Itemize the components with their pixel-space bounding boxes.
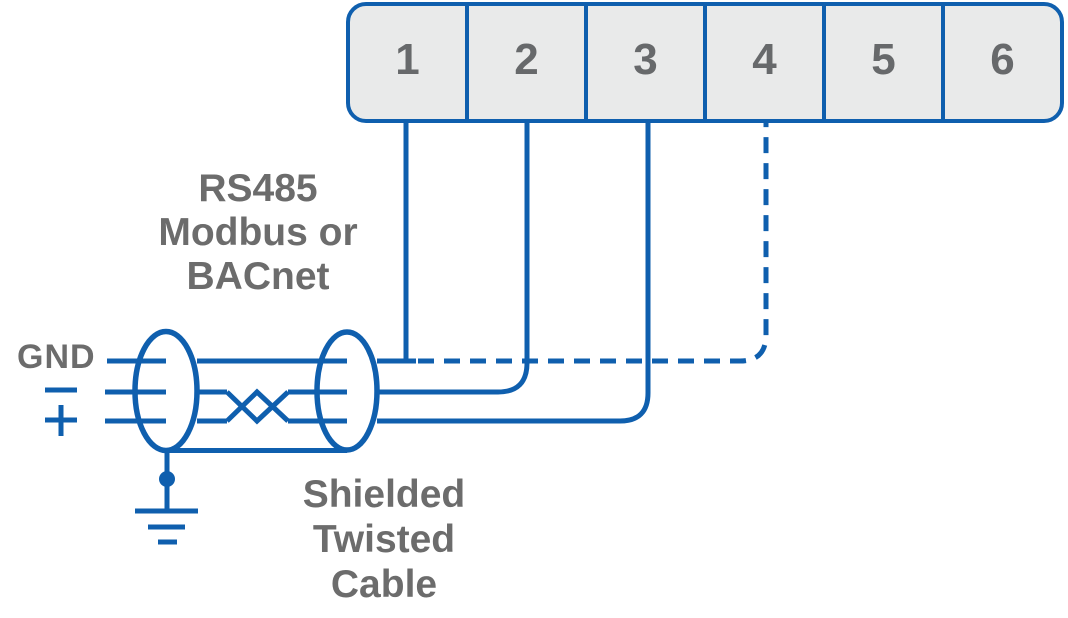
conductor-b-wire bbox=[105, 121, 651, 424]
terminal2-wire bbox=[377, 121, 530, 395]
terminal-number: 4 bbox=[752, 34, 777, 84]
terminal-cell-6: 6 bbox=[941, 6, 1060, 119]
plus-symbol bbox=[45, 405, 77, 436]
terminal4-wire-dashed bbox=[418, 121, 769, 364]
gnd-label: GND bbox=[17, 338, 96, 376]
terminal-cell-5: 5 bbox=[822, 6, 941, 119]
terminal-cell-4: 4 bbox=[703, 6, 822, 119]
bus-type-line: BACnet bbox=[186, 255, 330, 298]
bus-type-line: Modbus or bbox=[158, 211, 358, 254]
terminal-block: 1 2 3 4 5 6 bbox=[346, 2, 1064, 123]
twist-cross-up bbox=[225, 388, 290, 423]
cable-type-line: Cable bbox=[330, 563, 438, 606]
terminal-number: 6 bbox=[990, 34, 1015, 84]
ground-symbol bbox=[135, 450, 198, 545]
terminal-cell-2: 2 bbox=[465, 6, 584, 119]
cable-type-line: Twisted bbox=[312, 518, 456, 561]
terminal-number: 3 bbox=[633, 34, 658, 84]
terminal-cell-3: 3 bbox=[584, 6, 703, 119]
cable-type-line: Shielded bbox=[302, 473, 466, 516]
bus-type-line: RS485 bbox=[198, 167, 318, 210]
terminal-number: 1 bbox=[395, 34, 420, 84]
junction-dot bbox=[159, 471, 175, 487]
terminal-number: 5 bbox=[871, 34, 896, 84]
bus-type-label: RS485 Modbus or BACnet bbox=[128, 167, 388, 299]
terminal-cell-1: 1 bbox=[350, 6, 465, 119]
terminal3-wire bbox=[377, 121, 651, 424]
cable-type-label: Shielded Twisted Cable bbox=[254, 472, 514, 607]
terminal-number: 2 bbox=[514, 34, 539, 84]
twist-cross-down bbox=[225, 390, 290, 425]
